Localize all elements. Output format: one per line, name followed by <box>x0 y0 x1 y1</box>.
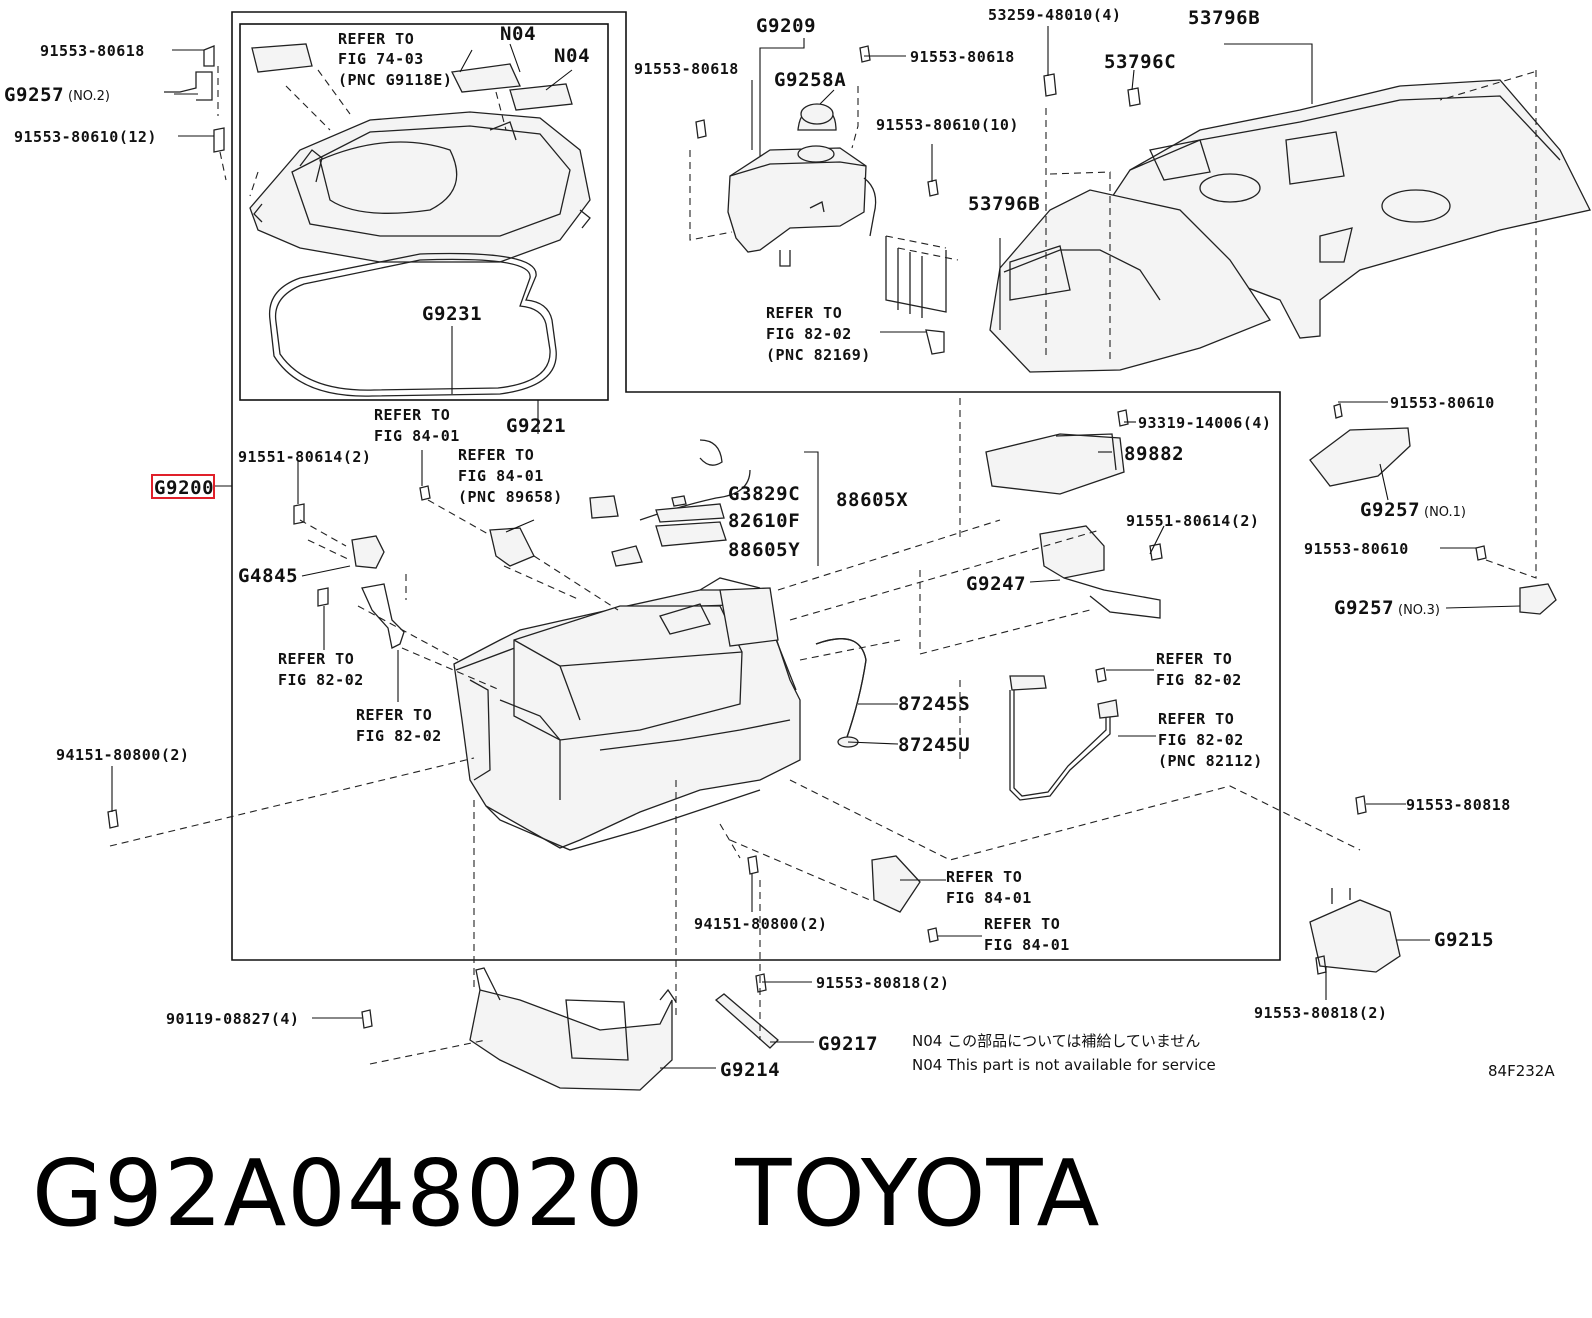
label-refer-84-01-b1: REFER TO <box>458 446 534 464</box>
label-refer-82-02-a3: (PNC 82169) <box>766 346 871 364</box>
label-refer-82-02-c1: REFER TO <box>356 706 432 724</box>
note-english: N04 This part is not available for servi… <box>912 1056 1216 1074</box>
label-53796b-top: 53796B <box>1188 7 1260 29</box>
label-g9257-no1: G9257 <box>1360 499 1420 521</box>
label-g4845: G4845 <box>238 565 298 587</box>
frame-boxes <box>231 11 1281 961</box>
brand-name: TOYOTA <box>735 1140 1101 1247</box>
g9200-highlight-box <box>151 474 215 499</box>
small-parts <box>107 45 1557 1091</box>
label-88605y: 88605Y <box>728 539 800 561</box>
note-japanese: N04 この部品については補給していません <box>912 1032 1200 1050</box>
label-g9247: G9247 <box>966 573 1026 595</box>
label-no2: (NO.2) <box>68 89 110 104</box>
label-g9214: G9214 <box>720 1059 780 1081</box>
label-no1: (NO.1) <box>1424 505 1466 520</box>
label-91553-80618-c: 91553-80618 <box>910 48 1015 66</box>
label-91553-80818-r: 91553-80818 <box>1406 796 1511 814</box>
label-refer-82-02-b1: REFER TO <box>278 650 354 668</box>
inverter-housing <box>453 577 801 851</box>
label-no3: (NO.3) <box>1398 603 1440 618</box>
label-g9257-no3: G9257 <box>1334 597 1394 619</box>
label-g9200: G9200 <box>154 477 214 499</box>
label-refer-84-01-b3: (PNC 89658) <box>458 488 563 506</box>
label-93319-14006: 93319-14006(4) <box>1138 414 1271 432</box>
label-refer-82-02-a2: FIG 82-02 <box>766 325 852 343</box>
footer-title: G92A048020 TOYOTA <box>32 1140 1100 1247</box>
label-91551-80614-l: 91551-80614(2) <box>238 448 371 466</box>
label-g3829c: G3829C <box>728 483 800 505</box>
part-labels: 91553-80618 G9257 (NO.2) 91553-80610(12)… <box>4 6 1555 1081</box>
label-refer-82-02-b2: FIG 82-02 <box>278 671 364 689</box>
label-refer-84-01-d1: REFER TO <box>984 915 1060 933</box>
upper-cover-box <box>239 23 609 401</box>
label-g9215: G9215 <box>1434 929 1494 951</box>
label-refer-82-02-a1: REFER TO <box>766 304 842 322</box>
label-refer-84-01-c2: FIG 84-01 <box>946 889 1032 907</box>
alignment-lines <box>109 222 1537 1065</box>
label-91553-80610-12: 91553-80610(12) <box>14 128 157 146</box>
label-94151-80800-l: 94151-80800(2) <box>56 746 189 764</box>
label-88605x: 88605X <box>836 489 908 511</box>
inverter-upper-cover <box>249 43 591 397</box>
label-g9217: G9217 <box>818 1033 878 1055</box>
label-90119-08827: 90119-08827(4) <box>166 1010 299 1028</box>
label-g9221: G9221 <box>506 415 566 437</box>
inverter-assembly-box <box>231 11 1281 961</box>
label-91553-80610-r2: 91553-80610 <box>1304 540 1409 558</box>
label-53796b-left: 53796B <box>968 193 1040 215</box>
part-number: G92A048020 <box>32 1140 645 1247</box>
label-82610f: 82610F <box>728 510 800 532</box>
label-g9231: G9231 <box>422 303 482 325</box>
engine-cover <box>989 70 1591 373</box>
leader-lines <box>111 26 1521 1069</box>
label-refer-74-03-c: (PNC G9118E) <box>338 71 452 89</box>
label-87245s: 87245S <box>898 693 970 715</box>
label-91553-80818-2: 91553-80818(2) <box>1254 1004 1387 1022</box>
bracket-stack <box>885 235 959 355</box>
label-89882: 89882 <box>1124 443 1184 465</box>
label-87245u: 87245U <box>898 734 970 756</box>
label-91553-80618-a: 91553-80618 <box>40 42 145 60</box>
label-refer-82-02-d1: REFER TO <box>1156 650 1232 668</box>
label-n04-b: N04 <box>554 45 590 67</box>
label-refer-84-01-c1: REFER TO <box>946 868 1022 886</box>
label-refer-84-01-a1: REFER TO <box>374 406 450 424</box>
figure-code: 84F232A <box>1488 1062 1555 1080</box>
label-94151-80800-c: 94151-80800(2) <box>694 915 827 933</box>
label-refer-82-02-c2: FIG 82-02 <box>356 727 442 745</box>
label-n04-a: N04 <box>500 23 536 45</box>
label-refer-84-01-b2: FIG 84-01 <box>458 467 544 485</box>
label-refer-84-01-d2: FIG 84-01 <box>984 936 1070 954</box>
label-refer-82-02-e1: REFER TO <box>1158 710 1234 728</box>
label-91551-80614-r: 91551-80614(2) <box>1126 512 1259 530</box>
label-91553-80610-r: 91553-80610 <box>1390 394 1495 412</box>
label-refer-82-02-e2: FIG 82-02 <box>1158 731 1244 749</box>
coolant-reservoir <box>689 86 877 267</box>
label-g9209: G9209 <box>756 15 816 37</box>
label-91553-80610-10: 91553-80610(10) <box>876 116 1019 134</box>
label-refer-82-02-e3: (PNC 82112) <box>1158 752 1263 770</box>
label-refer-82-02-d2: FIG 82-02 <box>1156 671 1242 689</box>
label-g9258a: G9258A <box>774 69 846 91</box>
label-53259-48010: 53259-48010(4) <box>988 6 1121 24</box>
label-refer-84-01-a2: FIG 84-01 <box>374 427 460 445</box>
label-53796c: 53796C <box>1104 51 1176 73</box>
label-91553-80818-2b: 91553-80818(2) <box>816 974 949 992</box>
label-91553-80618-b: 91553-80618 <box>634 60 739 78</box>
label-refer-74-03-a: REFER TO <box>338 30 414 48</box>
label-g9257-no2: G9257 <box>4 84 64 106</box>
label-refer-74-03-b: FIG 74-03 <box>338 50 424 68</box>
